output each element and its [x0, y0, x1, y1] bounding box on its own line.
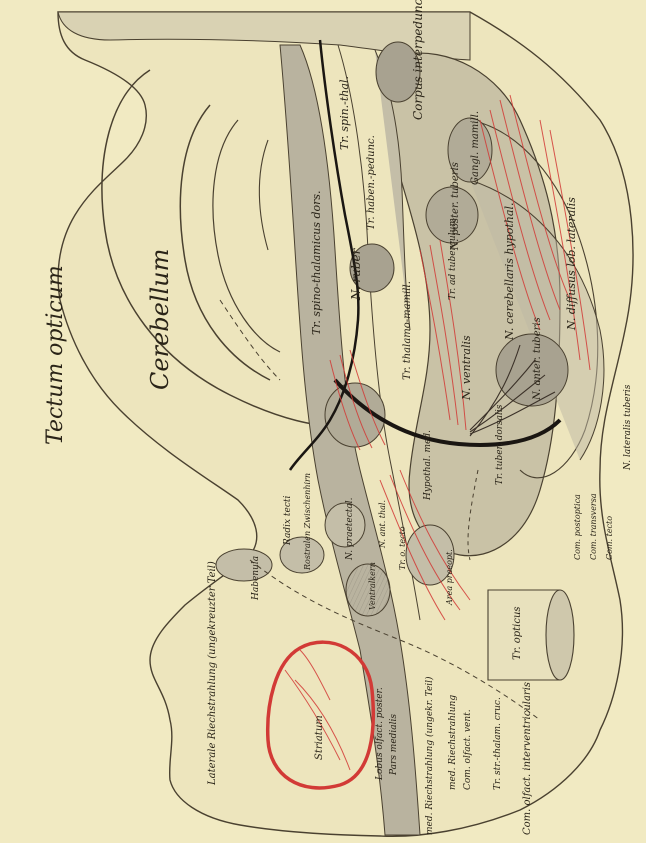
tr-opticus-cylinder [488, 590, 574, 680]
label-cerebellum: Cerebellum [146, 249, 174, 390]
label-tr-haben-pedunc: Tr. haben.-pedunc. [366, 135, 377, 230]
label-ganglion-mamill: Gangl. mamill. [470, 111, 481, 185]
label-ventralkern: Ventralkern [368, 562, 377, 610]
label-com-tecto: Com. tecto [605, 516, 614, 560]
label-hypoth-med: Hypothal. med. [423, 430, 433, 501]
label-med-riechstrahlung: med. Riechstrahlung [448, 695, 458, 790]
label-habenula: Habenula [251, 556, 261, 601]
habenula [216, 549, 272, 581]
label-tr-spin-thal: Tr. spin.-thal. [338, 76, 351, 150]
label-n-ruber: N. ruber [349, 247, 363, 301]
label-n-ventralis: N. ventralis [460, 335, 473, 401]
label-tectum-opticum: Tectum opticum [43, 265, 68, 445]
label-tr-thalamo-mamill: Tr. thalamo-mamill. [402, 281, 413, 380]
label-com-transversa: Com. transversa [589, 493, 598, 560]
label-striatum: Striatum [314, 715, 325, 760]
label-n-cerebellaris-hypothal: N. cerebellaris hypothal. [503, 203, 516, 341]
label-com-postoptica: Com. postoptica [573, 494, 582, 560]
label-com-olfact-interv: Com. olfact. interventricularis [522, 682, 533, 835]
label-pars-medialis: Pars medialis [389, 714, 399, 776]
label-n-diffusus: N. diffusus lob. lateralis [565, 197, 578, 331]
label-n-lateralis-tuberis: N. lateralis tuberis [623, 384, 633, 471]
label-n-anter-tuberis: N. anter. tuberis [532, 317, 543, 401]
label-med-riechstrahlung-ungekr: med. Riechstrahlung (ungekr. Teil) [424, 676, 435, 835]
label-tr-o-tecto: Tr. o. tecto [398, 526, 407, 570]
label-laterale-riechstrahlung: Laterale Riechstrahlung (ungekreuzter Te… [207, 561, 218, 786]
label-n-praetectal: N. praetectal. [345, 497, 355, 561]
label-corpus-interpedunc: Corpus interpedunc. [411, 0, 425, 120]
label-n-ant-thal: N. ant. thal. [378, 500, 387, 549]
label-lobus-olfact: Lobus olfact. poster. [375, 687, 385, 781]
label-rostr-zwischenhirn: Rostralen Zwischenhirn [303, 473, 312, 571]
label-tr-opticus: Tr. opticus [512, 606, 523, 660]
label-tr-str-thalam: Tr. str.-thalam. cruc. [493, 697, 503, 790]
label-tr-spino-thalamicus-dors: Tr. spino-thalamicus dors. [310, 190, 323, 335]
label-area-praeopt: Area praeopt. [445, 549, 454, 606]
label-radix-tecti: Radix tecti [283, 495, 293, 546]
label-tr-tuber-dorsalis: Tr. tuber. dorsalis [495, 404, 505, 485]
label-n-poster-tuberis: N. poster. tuberis [450, 162, 461, 251]
label-com-olfact-vent: Com. olfact. vent. [463, 709, 473, 790]
